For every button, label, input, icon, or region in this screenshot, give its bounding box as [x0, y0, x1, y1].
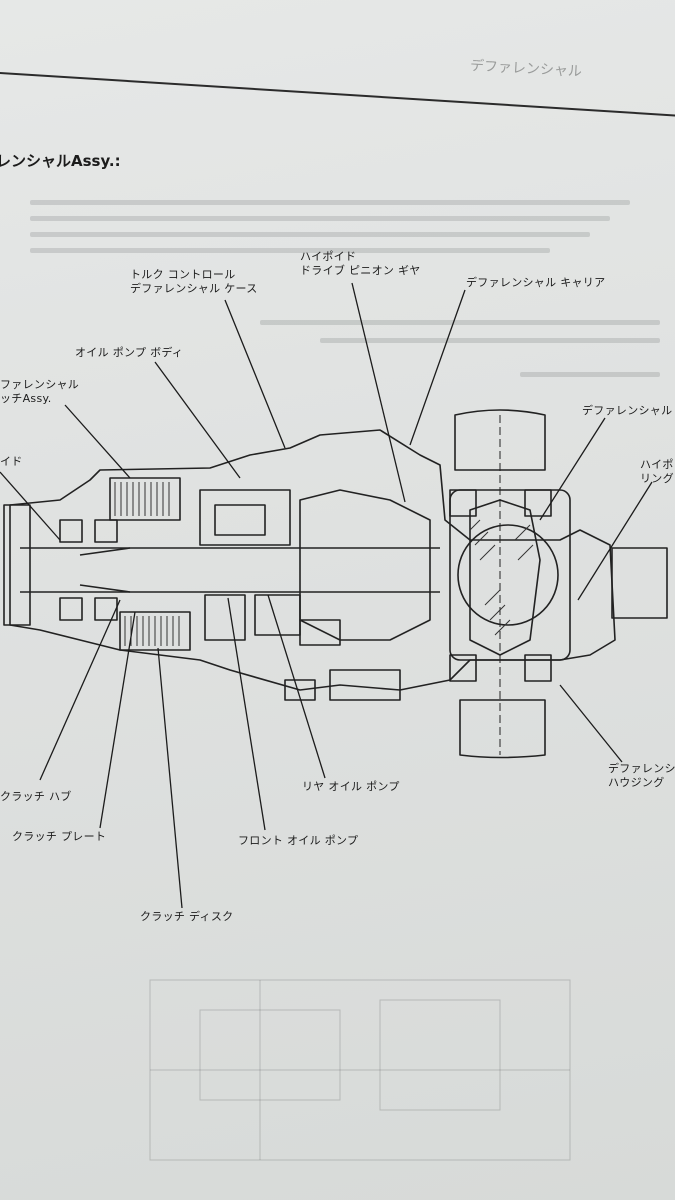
ring-gear — [469, 499, 541, 656]
bottom-mount — [329, 669, 401, 701]
bearing — [449, 489, 477, 517]
label-line: リング — [640, 472, 674, 485]
leader-torque-control-case — [224, 299, 286, 449]
label-line: デファレンシャル ケース — [130, 282, 258, 295]
faded-text-line — [30, 216, 610, 221]
label-clutch-plate: クラッチ プレート — [12, 830, 106, 844]
bearing — [94, 597, 118, 621]
leader-hypoid-ring — [577, 481, 653, 601]
leader-clutch-hub — [39, 599, 121, 781]
label-front-oil-pump: フロント オイル ポンプ — [238, 834, 358, 848]
output-shaft-upper — [454, 409, 546, 471]
section-heading: レンシャルAssy.: — [0, 152, 121, 170]
leader-oil-pump-body — [154, 361, 241, 479]
label-line: ファレンシャル — [0, 378, 80, 391]
faded-text-line — [260, 320, 660, 325]
faded-lower-figure — [149, 979, 571, 1161]
bearing — [449, 654, 477, 682]
label-differential-right-top: デファレンシャル — [582, 404, 672, 418]
label-hypoid-ring-gear: ハイポ リング — [640, 458, 674, 486]
label-differential-housing: デファレンシ ハウジング — [608, 762, 675, 790]
leader-hypoid-pinion — [351, 282, 406, 503]
leader-left-cut — [0, 471, 61, 541]
front-oil-pump — [204, 594, 246, 641]
leader-clutch-disc — [157, 647, 183, 909]
label-line: フロント オイル ポンプ — [238, 834, 359, 847]
transfer-housing — [9, 429, 616, 691]
label-torque-control-case: トルク コントロール デファレンシャル ケース — [130, 268, 258, 296]
label-line: オイル ポンプ ボディ — [75, 346, 184, 359]
label-line: ハウジング — [608, 776, 665, 789]
leader-lines — [0, 282, 653, 909]
bearing — [59, 597, 83, 621]
label-line: トルク コントロール — [130, 268, 236, 281]
output-flange — [611, 547, 668, 619]
gear-teeth-hatching — [469, 519, 534, 636]
label-rear-oil-pump: リヤ オイル ポンプ — [302, 780, 400, 794]
label-line: ドライブ ピニオン ギヤ — [300, 264, 421, 277]
label-line: クラッチ ハブ — [0, 790, 72, 803]
faded-text-line — [520, 372, 660, 377]
leader-rear-oil-pump — [267, 594, 326, 779]
clutch-pack-lower — [119, 611, 191, 651]
leader-diff-right-top — [539, 417, 606, 521]
label-hypoid-drive-pinion-gear: ハイポイド ドライブ ピニオン ギヤ — [300, 250, 421, 278]
label-clutch-disc: クラッチ ディスク — [140, 910, 233, 924]
bearing — [59, 519, 83, 543]
label-clutch-hub: クラッチ ハブ — [0, 790, 72, 804]
label-line: デファレンシ — [608, 762, 675, 775]
label-line: デファレンシャル キャリア — [466, 276, 606, 289]
faded-text-line — [320, 338, 660, 343]
leader-diff-housing — [559, 684, 623, 763]
output-shaft-lower — [459, 699, 546, 759]
label-line: ハイポ — [640, 458, 674, 471]
rear-oil-pump — [254, 594, 301, 636]
leader-diff-clutch-assy — [64, 404, 131, 479]
input-flange — [3, 504, 31, 626]
pinion-gear — [299, 489, 431, 641]
oil-pump-body — [199, 489, 291, 546]
faded-text-line — [30, 200, 630, 205]
leader-front-oil-pump — [227, 597, 266, 831]
label-line: リヤ オイル ポンプ — [302, 780, 400, 793]
clutch-plates-hatching — [114, 482, 180, 646]
label-line: イド — [0, 455, 23, 468]
label-differential-carrier: デファレンシャル キャリア — [466, 276, 605, 290]
bearing — [524, 654, 552, 682]
main-shaft — [20, 547, 440, 593]
leader-clutch-plate — [99, 611, 136, 829]
leader-diff-carrier — [409, 289, 466, 446]
shaft-taper — [79, 547, 131, 593]
bearing — [94, 519, 118, 543]
label-line: ハイポイド — [300, 250, 357, 263]
faded-text-line — [30, 232, 590, 237]
clutch-pack-upper — [109, 477, 181, 521]
label-line: ッチAssy. — [0, 392, 52, 405]
differential-carrier — [449, 489, 571, 661]
label-line: クラッチ プレート — [12, 830, 107, 843]
faded-text-line — [30, 248, 550, 253]
label-oil-pump-body: オイル ポンプ ボディ — [75, 346, 183, 360]
label-left-cut: イド — [0, 455, 23, 469]
bearing — [524, 489, 552, 517]
label-line: デファレンシャル — [582, 404, 673, 417]
label-line: クラッチ ディスク — [140, 910, 234, 923]
label-differential-clutch-assy: ファレンシャル ッチAssy. — [0, 378, 79, 406]
